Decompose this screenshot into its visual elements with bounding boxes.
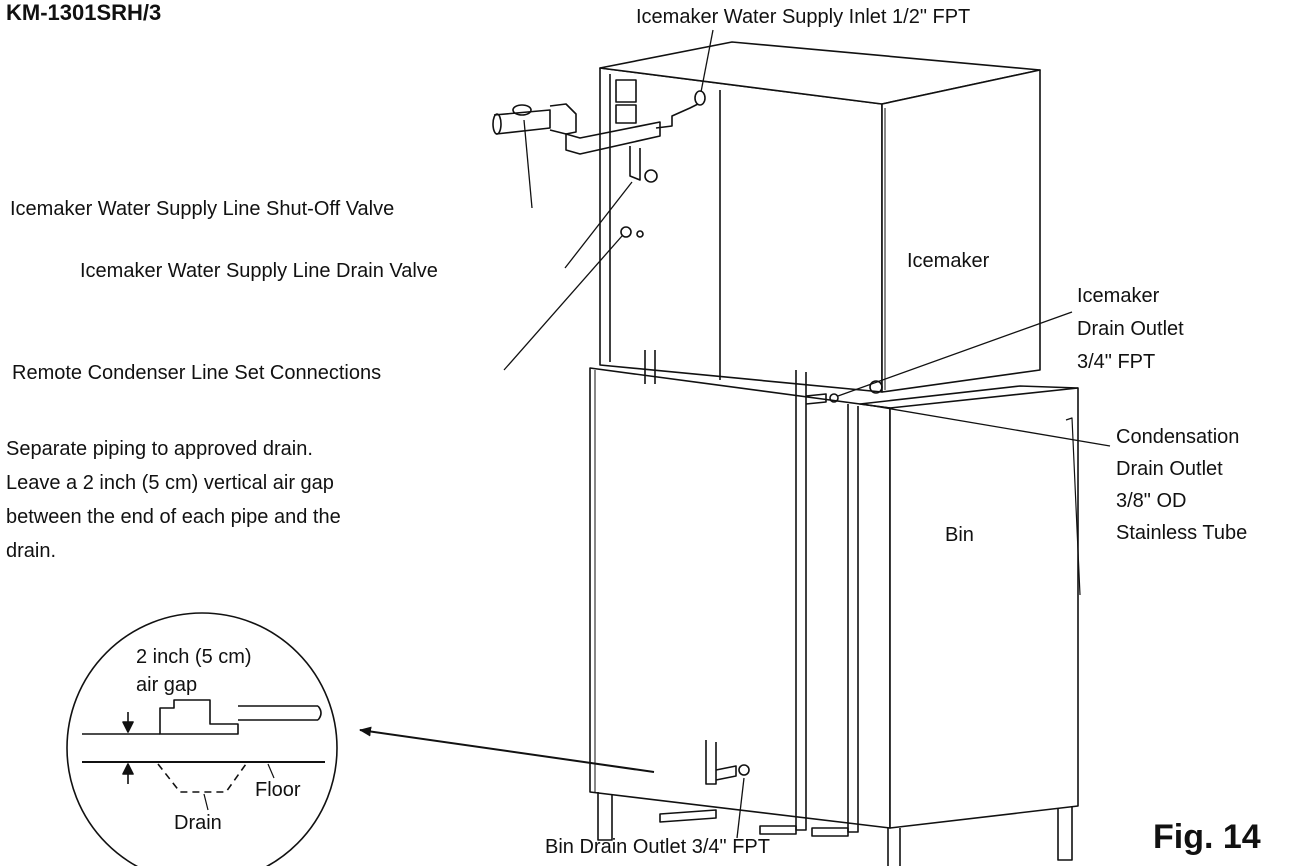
drain-piping — [659, 370, 859, 837]
label-remote-condenser: Remote Condenser Line Set Connections — [12, 362, 382, 384]
label-condensation-drain-line-3: 3/8" OD — [1116, 490, 1187, 512]
note-line-2: Leave a 2 inch (5 cm) vertical air gap — [6, 472, 334, 494]
model-title: KM-1301SRH/3 — [6, 0, 162, 25]
figure-number: Fig. 14 — [1153, 818, 1261, 856]
label-air-gap-line-1: 2 inch (5 cm) — [136, 646, 252, 668]
label-condensation-drain-line-1: Condensation — [1116, 426, 1240, 448]
air-gap-detail — [66, 612, 338, 866]
leader-lines — [503, 29, 1111, 839]
label-air-gap-line-2: air gap — [136, 674, 198, 696]
bin-unit — [589, 350, 1081, 866]
label-icemaker: Icemaker — [907, 250, 990, 272]
label-water-supply-inlet: Icemaker Water Supply Inlet 1/2" FPT — [636, 6, 971, 28]
label-bin-drain-outlet: Bin Drain Outlet 3/4" FPT — [545, 836, 770, 858]
label-drain-valve: Icemaker Water Supply Line Drain Valve — [80, 260, 438, 282]
label-icemaker-drain-line-1: Icemaker — [1077, 285, 1160, 307]
water-supply-piping — [492, 90, 706, 183]
callout-arrow — [359, 726, 655, 773]
icemaker-unit — [599, 41, 1041, 394]
label-shutoff-valve: Icemaker Water Supply Line Shut-Off Valv… — [10, 198, 395, 220]
label-condensation-drain-line-2: Drain Outlet — [1116, 458, 1223, 480]
label-condensation-drain-line-4: Stainless Tube — [1116, 522, 1248, 544]
label-bin: Bin — [945, 524, 974, 546]
note-line-1: Separate piping to approved drain. — [6, 438, 313, 460]
note-line-4: drain. — [6, 540, 57, 562]
label-icemaker-drain-line-2: Drain Outlet — [1077, 318, 1184, 340]
label-icemaker-drain-line-3: 3/4" FPT — [1077, 351, 1156, 373]
note-line-3: between the end of each pipe and the — [6, 506, 341, 528]
label-drain: Drain — [174, 812, 222, 834]
label-floor: Floor — [255, 779, 301, 801]
